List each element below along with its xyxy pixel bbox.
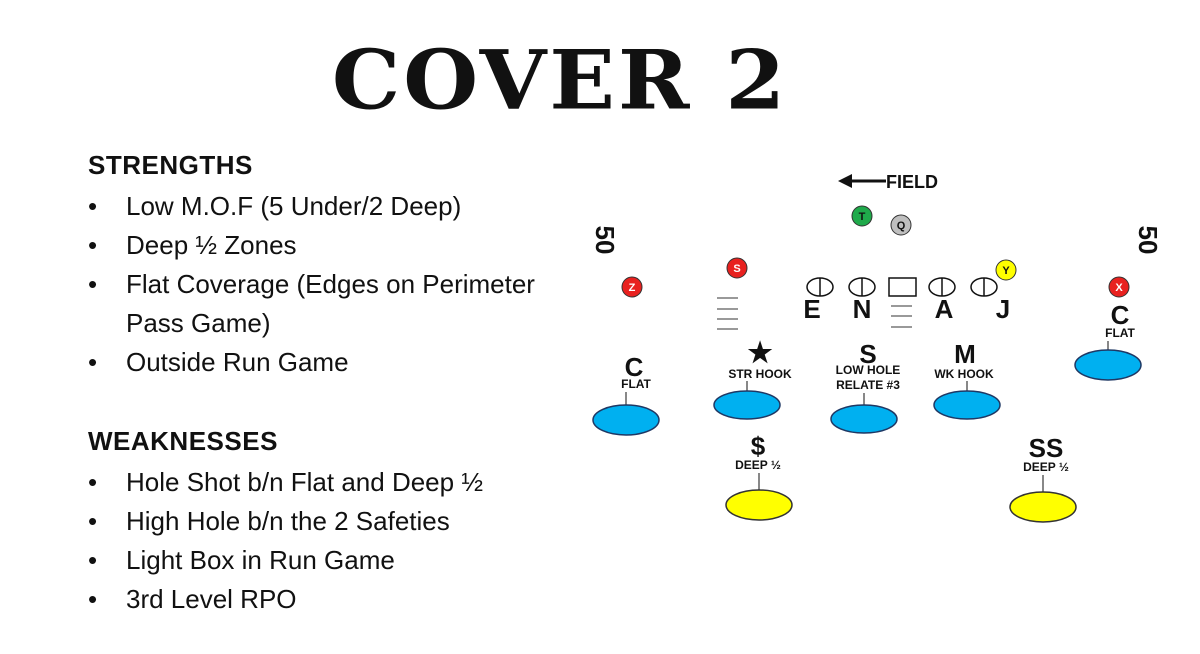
tailback-marker: T — [851, 205, 873, 227]
strengths-heading: STRENGTHS — [88, 150, 253, 180]
field-direction-arrow: FIELD — [838, 172, 938, 192]
defender-a: A — [935, 294, 954, 324]
zone-deep-half-right: SS DEEP ½ — [1009, 433, 1077, 523]
svg-text:T: T — [859, 211, 866, 223]
svg-text:Z: Z — [629, 282, 636, 294]
svg-text:C: C — [625, 352, 644, 382]
zone-deep-half-left: $ DEEP ½ — [725, 431, 793, 521]
weaknesses-heading: WEAKNESSES — [88, 426, 278, 456]
svg-text:Y: Y — [1002, 265, 1010, 277]
zone-corner-left: C FLAT — [592, 352, 660, 436]
svg-text:FLAT: FLAT — [1105, 326, 1135, 340]
weaknesses-section: WEAKNESSES Hole Shot b/n Flat and Deep ½… — [88, 426, 608, 619]
list-item: Deep ½ Zones — [88, 226, 588, 265]
list-item: Outside Run Game — [88, 343, 588, 382]
receiver-x-marker: X — [1108, 276, 1130, 298]
list-item: Light Box in Run Game — [88, 541, 608, 580]
zone-low-hole: S LOW HOLE RELATE #3 — [830, 339, 901, 434]
svg-text:DEEP ½: DEEP ½ — [735, 458, 781, 472]
defender-j: J — [996, 294, 1010, 324]
svg-text:SS: SS — [1029, 433, 1064, 463]
list-item: Flat Coverage (Edges on Perimeter Pass G… — [88, 265, 588, 343]
hash-marks — [717, 297, 912, 330]
svg-text:RELATE #3: RELATE #3 — [836, 378, 900, 392]
list-item: Low M.O.F (5 Under/2 Deep) — [88, 187, 588, 226]
svg-text:$: $ — [751, 431, 766, 461]
receiver-s-marker: S — [726, 257, 748, 279]
field-label: FIELD — [886, 172, 938, 192]
page-title: COVER 2 — [331, 32, 789, 129]
defender-n: N — [853, 294, 872, 324]
list-item: 3rd Level RPO — [88, 580, 608, 619]
yard-number-right: 50 — [1133, 226, 1163, 255]
svg-text:STR HOOK: STR HOOK — [728, 367, 792, 381]
receiver-z-marker: Z — [621, 276, 643, 298]
strengths-section: STRENGTHS Low M.O.F (5 Under/2 Deep) Dee… — [88, 150, 588, 382]
strengths-list: Low M.O.F (5 Under/2 Deep) Deep ½ Zones … — [88, 187, 588, 382]
list-item: Hole Shot b/n Flat and Deep ½ — [88, 463, 608, 502]
svg-text:S: S — [859, 339, 876, 369]
svg-text:S: S — [733, 263, 740, 275]
weaknesses-list: Hole Shot b/n Flat and Deep ½ High Hole … — [88, 463, 608, 619]
svg-text:LOW HOLE: LOW HOLE — [836, 363, 901, 377]
offensive-line — [806, 277, 998, 297]
zone-corner-right: C FLAT — [1074, 300, 1142, 381]
quarterback-marker: Q — [890, 214, 912, 236]
yard-number-left: 50 — [590, 226, 620, 255]
coverage-diagram: FIELD 50 50 T Q S Z Y X — [590, 172, 1163, 523]
list-item: High Hole b/n the 2 Safeties — [88, 502, 608, 541]
receiver-y-marker: Y — [995, 259, 1017, 281]
zone-str-hook: ★ STR HOOK — [713, 337, 792, 420]
svg-text:Q: Q — [897, 220, 906, 232]
svg-text:★: ★ — [747, 337, 772, 368]
svg-text:X: X — [1115, 282, 1123, 294]
svg-text:DEEP ½: DEEP ½ — [1023, 460, 1069, 474]
defender-e: E — [803, 294, 820, 324]
svg-text:FLAT: FLAT — [621, 377, 651, 391]
svg-text:M: M — [954, 339, 976, 369]
svg-text:WK HOOK: WK HOOK — [934, 367, 994, 381]
svg-text:C: C — [1111, 300, 1130, 330]
zone-wk-hook: M WK HOOK — [933, 339, 1001, 420]
